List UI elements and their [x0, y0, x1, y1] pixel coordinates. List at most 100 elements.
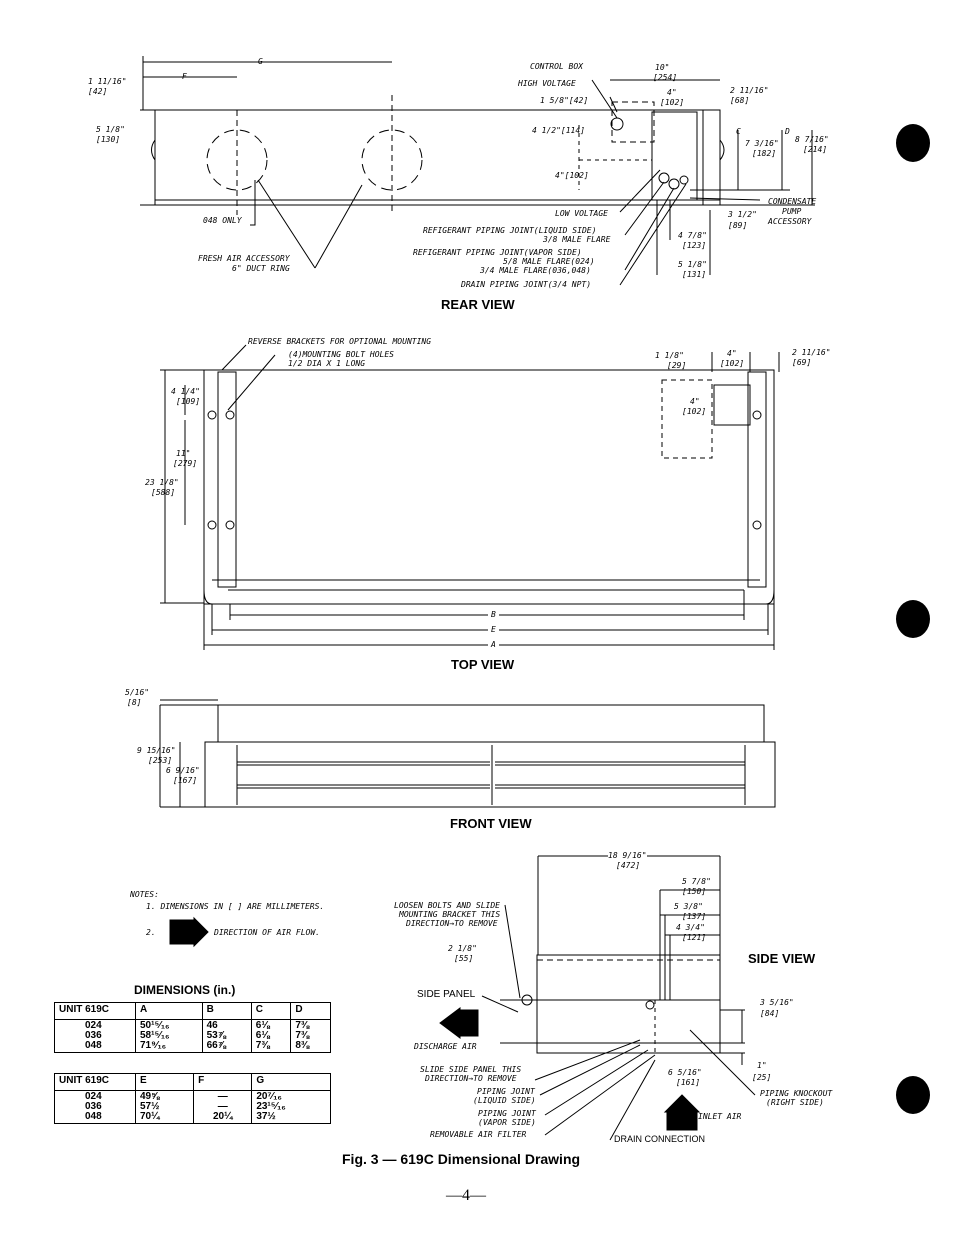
rear-dim-68: [68] [730, 96, 750, 105]
table-header: E [134, 1073, 195, 1091]
side-dim-1: 1" [757, 1061, 767, 1070]
top-bolt-size: 1/2 DIA X 1 LONG [288, 359, 366, 368]
rear-dim-7-3-16: 7 3/16" [745, 139, 779, 148]
top-dim-102b: [102] [682, 407, 707, 416]
side-dim-137: [137] [682, 912, 707, 921]
rear-ref-vapor: REFIGERANT PIPING JOINT(VAPOR SIDE) [413, 248, 582, 257]
side-view-title: SIDE VIEW [748, 951, 816, 966]
table-header: G [251, 1073, 331, 1091]
value-g-048: 37½ [256, 1111, 276, 1122]
value-a-048: 71⁹⁄₁₆ [140, 1040, 167, 1051]
rear-view-body [154, 109, 721, 206]
rear-dim-2-11-16: 2 11/16" [730, 86, 769, 95]
rear-048-only: 048 ONLY [203, 216, 242, 225]
table-header: D [290, 1002, 331, 1020]
side-dim-472: [472] [616, 861, 641, 870]
side-loosen-2: MOUNTING BRACKET THIS [399, 910, 501, 919]
value-f-024: — [217, 1091, 228, 1102]
front-dim-253: [253] [148, 756, 173, 765]
side-pj-vapor-2: (VAPOR SIDE) [478, 1118, 536, 1127]
rear-dim-5-1-8: 5 1/8" [96, 125, 125, 134]
top-a-label: A [488, 640, 499, 649]
top-dim-2-11-16: 2 11/16" [792, 348, 831, 357]
rear-dim-1-5-8: 1 5/8"[42] [540, 96, 589, 105]
rear-control-box: CONTROL BOX [530, 62, 583, 71]
value-b-048: 66⅞ [206, 1040, 227, 1051]
value-c-036: 6⅛ [255, 1030, 270, 1041]
side-panel-label: SIDE PANEL [417, 989, 476, 1000]
rear-f-label: F [182, 72, 187, 81]
registration-dot-2 [896, 600, 930, 638]
side-view-body [536, 954, 721, 1054]
rear-dim-214: [214] [803, 145, 828, 154]
rear-duct-ring: 6" DUCT RING [232, 264, 290, 273]
table-header: F [193, 1073, 253, 1091]
side-loosen-1: LOOSEN BOLTS AND SLIDE [394, 901, 500, 910]
notes-item-2: DIRECTION OF AIR FLOW. [214, 928, 320, 937]
rear-dim-42: [42] [88, 87, 108, 96]
rear-view-title: REAR VIEW [441, 297, 515, 312]
front-dim-5-16: 5/16" [125, 688, 150, 697]
side-dim-3-5-16: 3 5/16" [760, 998, 794, 1007]
top-dim-4: 4" [727, 349, 737, 358]
top-e-label: E [488, 625, 499, 634]
rear-male-5-8: 5/8 MALE FLARE(024) [503, 257, 595, 266]
duct-ring-left [206, 129, 268, 191]
value-c-024: 6⅛ [255, 1020, 270, 1031]
top-view-title: TOP VIEW [451, 657, 515, 672]
notes-item-1: 1. DIMENSIONS IN [ ] ARE MILLIMETERS. [146, 902, 325, 911]
rear-ref-liquid: REFIGERANT PIPING JOINT(LIQUID SIDE) [423, 226, 597, 235]
rear-accessory: ACCESSORY [768, 217, 812, 226]
side-slide-2: DIRECTION→TO REMOVE [425, 1074, 517, 1083]
side-pj-vapor-1: PIPING JOINT [478, 1109, 536, 1118]
table-cell: 49⅝ 57½ 70¼ [134, 1090, 195, 1124]
rear-dim-3-1-2: 3 1/2" [728, 210, 757, 219]
value-e-048: 70¼ [140, 1111, 160, 1122]
rear-dim-4-7-8: 4 7/8" [678, 231, 707, 240]
registration-dot-1 [896, 124, 930, 162]
top-dim-279: [279] [173, 459, 198, 468]
table-header: UNIT 619C [54, 1002, 136, 1020]
value-d-036: 7⅜ [295, 1030, 310, 1041]
top-dim-1-1-8: 1 1/8" [655, 351, 684, 360]
side-slide-1: SLIDE SIDE PANEL THIS [420, 1065, 522, 1074]
discharge-air-arrow-icon [440, 1008, 478, 1038]
side-dim-161: [161] [676, 1078, 701, 1087]
front-view-body [204, 741, 776, 808]
value-e-036: 57½ [140, 1101, 160, 1112]
rear-condensate: CONDENSATE [768, 197, 817, 206]
front-dim-6-9-16: 6 9/16" [166, 766, 200, 775]
rear-dim-10: 10" [655, 63, 670, 72]
rear-male-3-4: 3/4 MALE FLARE(036,048) [480, 266, 591, 275]
rear-c-label: C [736, 127, 741, 136]
top-dim-109: [109] [176, 397, 201, 406]
unit-036: 036 [85, 1030, 102, 1041]
notes-item-2-number: 2. [146, 928, 156, 937]
side-loosen-3: DIRECTION→TO REMOVE [406, 919, 498, 928]
rear-high-voltage: HIGH VOLTAGE [518, 79, 576, 88]
side-dim-18-9-16: 18 9/16" [608, 851, 647, 860]
duct-ring-right [361, 129, 423, 191]
front-view-title: FRONT VIEW [450, 816, 532, 831]
table-header: C [250, 1002, 292, 1020]
table-cell: 50¹⁵⁄₁₆ 58¹⁵⁄₁₆ 71⁹⁄₁₆ [135, 1019, 203, 1053]
value-a-036: 58¹⁵⁄₁₆ [140, 1030, 170, 1041]
inlet-air-arrow-icon [665, 1095, 699, 1130]
front-dim-8: [8] [127, 698, 142, 707]
rear-dim-4: 4" [667, 88, 677, 97]
dimensions-title: DIMENSIONS (in.) [134, 983, 236, 997]
table-cell: — — 20¼ [193, 1090, 253, 1124]
value-g-036: 23¹⁵⁄₁₆ [256, 1101, 286, 1112]
top-bolt-holes: (4)MOUNTING BOLT HOLES [288, 350, 394, 359]
airflow-direction-icon [170, 918, 208, 946]
table-header: UNIT 619C [54, 1073, 136, 1091]
rear-dim-5-1-8b: 5 1/8" [678, 260, 707, 269]
rear-low-voltage: LOW VOLTAGE [555, 209, 608, 218]
side-dim-4-3-4: 4 3/4" [676, 923, 705, 932]
side-dim-2-1-8: 2 1/8" [448, 944, 477, 953]
mounting-bracket-left [217, 371, 237, 588]
rear-pump: PUMP [782, 207, 802, 216]
rear-fresh-air: FRESH AIR ACCESSORY [198, 254, 290, 263]
dimensions-table-1: UNIT 619C A B C D 024 036 048 50¹⁵⁄₁₆ 58… [54, 1002, 331, 1053]
